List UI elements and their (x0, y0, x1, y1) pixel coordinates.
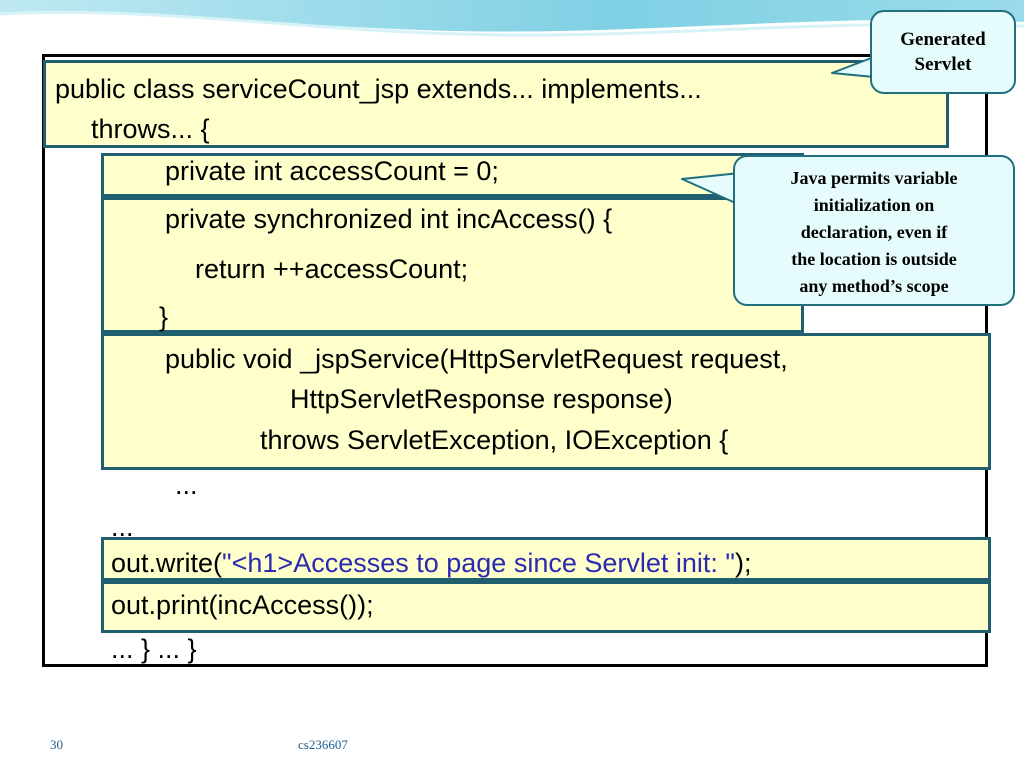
callout-java-permits-line2: initialization on (813, 195, 935, 215)
callout-java-permits-line1: Java permits variable (790, 168, 958, 188)
callout-tail-java-permits (681, 172, 741, 206)
footer-course-code: cs236607 (298, 737, 348, 752)
code-frame: public class serviceCount_jsp extends...… (42, 54, 991, 667)
code-line-response-param: HttpServletResponse response) (290, 384, 673, 414)
highlight-out-write (101, 537, 991, 581)
callout-java-permits-line5: any method’s scope (799, 276, 949, 296)
callout-tail-generated-servlet (831, 56, 875, 78)
code-line-class-declaration: public class serviceCount_jsp extends...… (55, 74, 702, 104)
code-line-closing-braces: ... } ... } (111, 634, 197, 664)
out-write-string-literal: "<h1>Accesses to page since Servlet init… (222, 548, 735, 578)
callout-generated-servlet-line2: Servlet (914, 54, 972, 75)
callout-generated-servlet-line1: Generated (900, 29, 986, 50)
code-line-access-count-field: private int accessCount = 0; (165, 156, 499, 186)
out-write-close: ); (735, 548, 752, 578)
code-line-throws: throws... { (91, 114, 210, 144)
callout-generated-servlet: Generated Servlet (870, 10, 1016, 94)
code-line-incaccess-signature: private synchronized int incAccess() { (165, 204, 613, 234)
callout-java-permits: Java permits variable initialization on … (733, 155, 1015, 306)
out-write-call: out.write( (111, 548, 223, 578)
highlight-jspservice-signature (101, 333, 991, 470)
highlight-field-declaration (101, 153, 804, 197)
code-line-jspservice-signature: public void _jspService(HttpServletReque… (165, 344, 788, 374)
code-line-throws-exceptions: throws ServletException, IOException { (260, 425, 729, 455)
highlight-out-print (101, 581, 991, 633)
code-line-return: return ++accessCount; (195, 254, 469, 284)
code-line-out-write: out.write("<h1>Accesses to page since Se… (111, 547, 752, 579)
callout-java-permits-line4: the location is outside (791, 249, 957, 269)
highlight-incaccess-method (101, 197, 804, 333)
code-line-ellipsis-inner: ... (175, 470, 198, 500)
highlight-class-declaration (43, 60, 949, 148)
callout-java-permits-line3: declaration, even if (800, 222, 948, 242)
code-line-ellipsis-outer: ... (111, 512, 134, 542)
code-line-out-print: out.print(incAccess()); (111, 590, 374, 620)
slide-page-number: 30 (50, 737, 63, 752)
code-line-close-brace: } (159, 302, 169, 332)
